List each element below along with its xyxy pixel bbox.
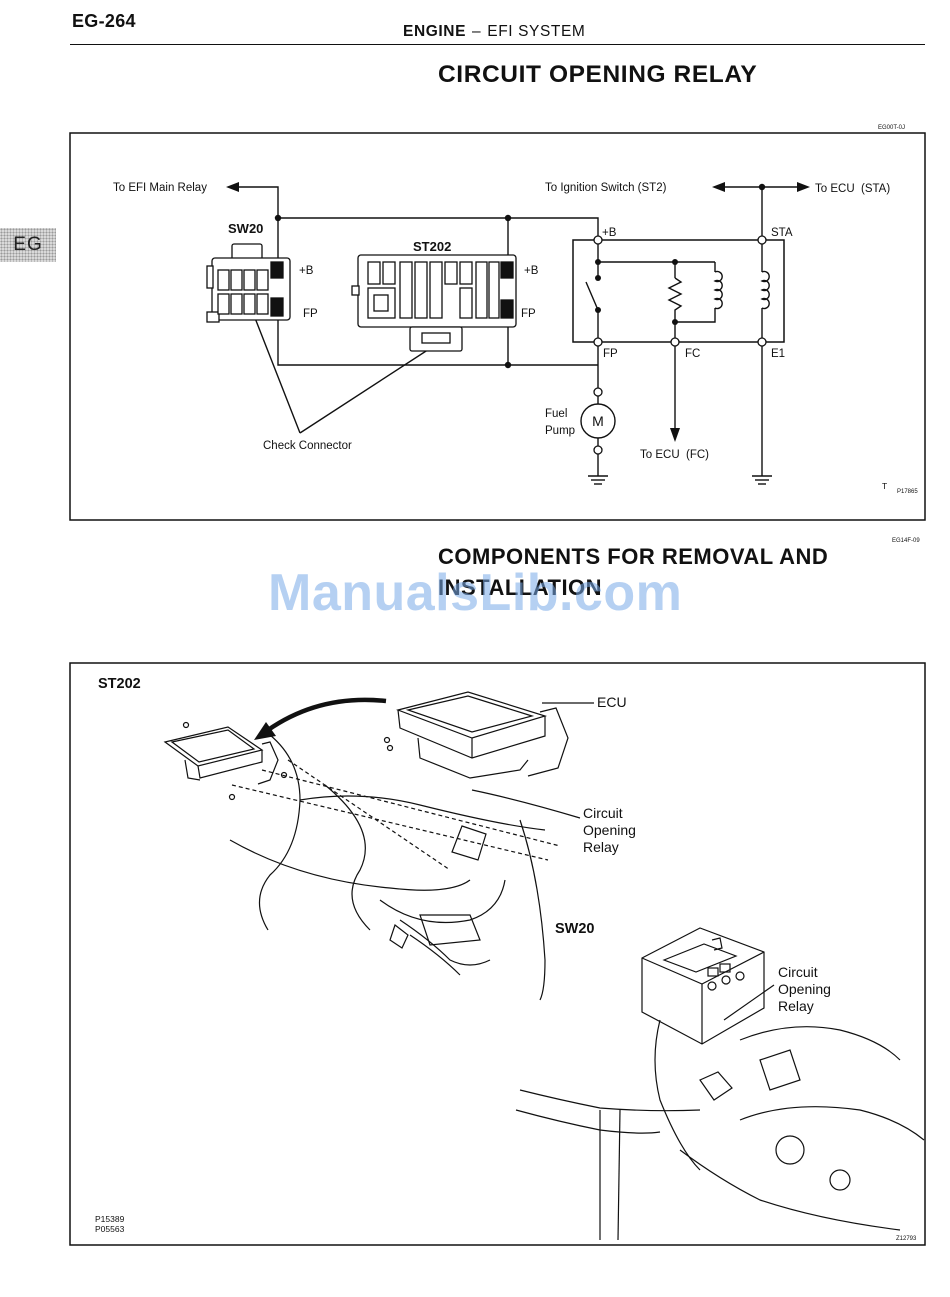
label-check-connector: Check Connector	[263, 440, 352, 452]
label-st202-fp: FP	[521, 308, 536, 320]
arrowheads	[226, 182, 810, 442]
label-relay-upper-2: Opening	[583, 822, 636, 838]
label-relay-lower-3: Relay	[778, 998, 814, 1014]
components-frame	[69, 662, 926, 1246]
side-tab-label: EG	[13, 234, 43, 255]
relay-box	[572, 239, 785, 343]
label-sw20-plus-b: +B	[299, 265, 314, 277]
figure-code: EG00T-0J	[878, 125, 905, 131]
sw20-connector	[206, 243, 291, 323]
side-tab: EG	[0, 228, 56, 262]
figure-code-1: P15389	[95, 1214, 125, 1224]
st202-connector	[351, 254, 517, 352]
watermark: ManualsLib.com	[268, 564, 683, 622]
wiring-diagram: EG00T-0J	[69, 125, 926, 521]
label-ecu: ECU	[597, 694, 627, 710]
label-relay-upper-3: Relay	[583, 839, 619, 855]
label-st202-illustration: ST202	[98, 676, 141, 692]
header-rule	[70, 44, 925, 45]
label-relay-upper-1: Circuit	[583, 805, 623, 821]
circuit-opening-relay-title: CIRCUIT OPENING RELAY	[438, 61, 758, 88]
label-relay-sta: STA	[771, 227, 793, 239]
label-sw20: SW20	[228, 221, 263, 236]
label-sw20-illustration: SW20	[555, 921, 595, 937]
label-relay-fc: FC	[685, 348, 700, 360]
removal-arrow	[266, 697, 387, 732]
figure-ref: P17865	[897, 489, 918, 495]
components-illustration: ST202 ECU Circuit Opening Relay SW20 Cir…	[69, 662, 926, 1246]
label-to-ignition-switch: To Ignition Switch (ST2)	[545, 182, 667, 194]
label-pump: Pump	[545, 425, 575, 437]
label-relay-lower-1: Circuit	[778, 964, 818, 980]
relay-terminals	[593, 235, 767, 455]
components-title-line1: COMPONENTS FOR REMOVAL AND	[438, 544, 829, 569]
label-relay-e1: E1	[771, 348, 785, 360]
label-st202: ST202	[413, 239, 451, 254]
label-to-efi-main-relay: To EFI Main Relay	[113, 182, 207, 194]
label-relay-plus-b: +B	[602, 227, 617, 239]
section-dash: –	[472, 23, 482, 40]
label-to-ecu-fc: To ECU (FC)	[640, 449, 709, 461]
components-figure-ref: Z12793	[896, 1236, 917, 1242]
components-title: COMPONENTS FOR REMOVAL AND INSTALLATION	[438, 541, 828, 603]
figure-code-2: P05563	[95, 1224, 125, 1234]
illustration-lines	[163, 691, 925, 1241]
removal-arrowhead	[254, 722, 276, 740]
label-relay-lower-2: Opening	[778, 981, 831, 997]
label-relay-fp: FP	[603, 348, 618, 360]
label-fuel: Fuel	[545, 408, 567, 420]
section-main: ENGINE	[403, 23, 467, 40]
junction-dots	[274, 183, 766, 369]
wiring-diagram-frame	[69, 132, 926, 521]
fuel-pump-motor	[580, 403, 616, 439]
page-number: EG-264	[72, 11, 136, 31]
components-figure-code: EG14F-09	[892, 538, 920, 544]
section-sub: EFI SYSTEM	[487, 23, 586, 40]
components-title-line2: INSTALLATION	[438, 575, 603, 600]
label-sw20-fp: FP	[303, 308, 318, 320]
section-title: ENGINE–EFI SYSTEM	[403, 23, 585, 41]
label-to-ecu-sta: To ECU (STA)	[815, 183, 890, 195]
label-st202-plus-b: +B	[524, 265, 539, 277]
label-motor: M	[592, 413, 604, 429]
wires	[236, 186, 800, 485]
figure-mark: T	[882, 481, 887, 491]
